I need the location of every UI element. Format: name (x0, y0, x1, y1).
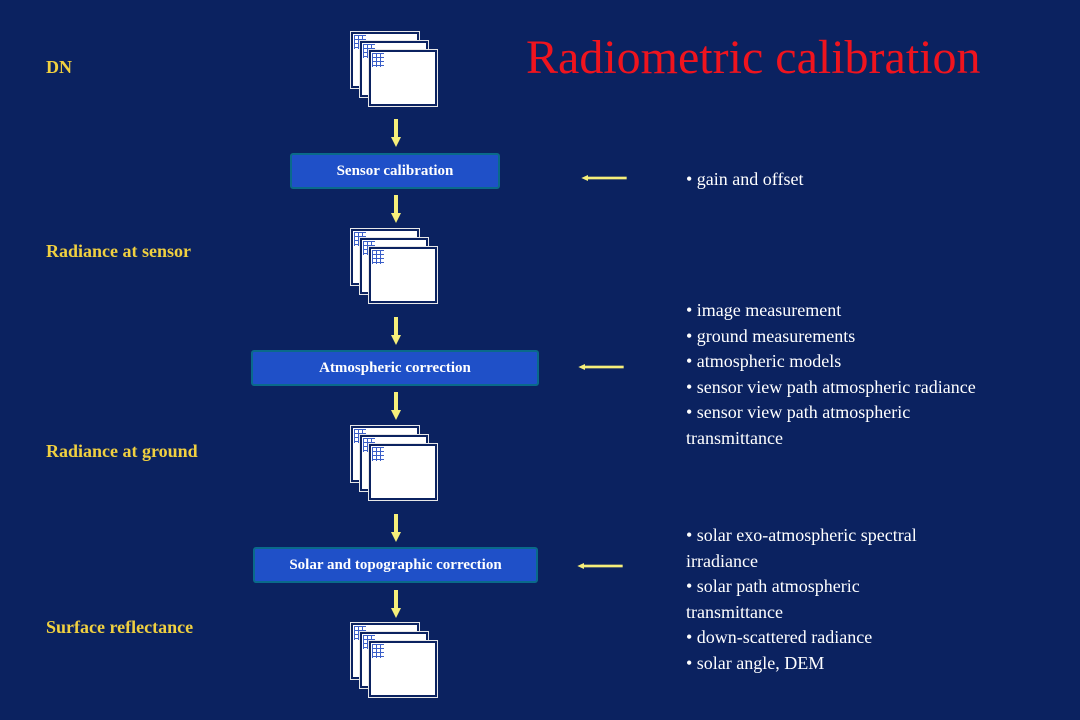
note-line: • sensor view path atmospheric (686, 402, 911, 422)
note-line: transmittance (686, 427, 783, 448)
sensor-calibration-box: Sensor calibration (290, 153, 500, 189)
down-arrow-icon (391, 317, 401, 345)
down-arrow-icon (391, 195, 401, 223)
note-line: • solar angle, DEM (686, 652, 825, 673)
note-line: • gain and offset (686, 169, 804, 189)
left-arrow-icon (577, 563, 623, 569)
note-line: • solar exo-atmospheric spectral (686, 525, 917, 545)
note-line: • solar path atmospheric (686, 576, 860, 596)
note-line: • down-scattered radiance (686, 627, 873, 647)
note-line: • atmospheric models (686, 351, 842, 371)
sensor-calibration-notes: • gain and offset (686, 167, 803, 193)
down-arrow-icon (391, 590, 401, 618)
atmospheric-correction-box: Atmospheric correction (251, 350, 539, 386)
atmospheric-correction-notes: • image measurement • ground measurement… (686, 298, 976, 451)
note-line: • sensor view path atmospheric radiance (686, 376, 976, 397)
left-arrow-icon (578, 364, 624, 370)
down-arrow-icon (391, 119, 401, 147)
note-line: • image measurement (686, 300, 842, 320)
note-line: • ground measurements (686, 325, 856, 346)
solar-topographic-correction-box: Solar and topographic correction (253, 547, 538, 583)
down-arrow-icon (391, 514, 401, 542)
down-arrow-icon (391, 392, 401, 420)
solar-correction-notes: • solar exo-atmospheric spectral irradia… (686, 523, 917, 676)
stage-label-surface-reflectance: Surface reflectance (46, 617, 194, 637)
stage-label-radiance-at-sensor: Radiance at sensor (46, 241, 191, 261)
left-arrow-icon (581, 175, 627, 181)
note-line: irradiance (686, 550, 758, 571)
stage-label-radiance-at-ground: Radiance at ground (46, 441, 198, 461)
page-title: Radiometric calibration (526, 31, 981, 84)
note-line: transmittance (686, 601, 783, 622)
stage-label-dn: DN (46, 57, 72, 77)
